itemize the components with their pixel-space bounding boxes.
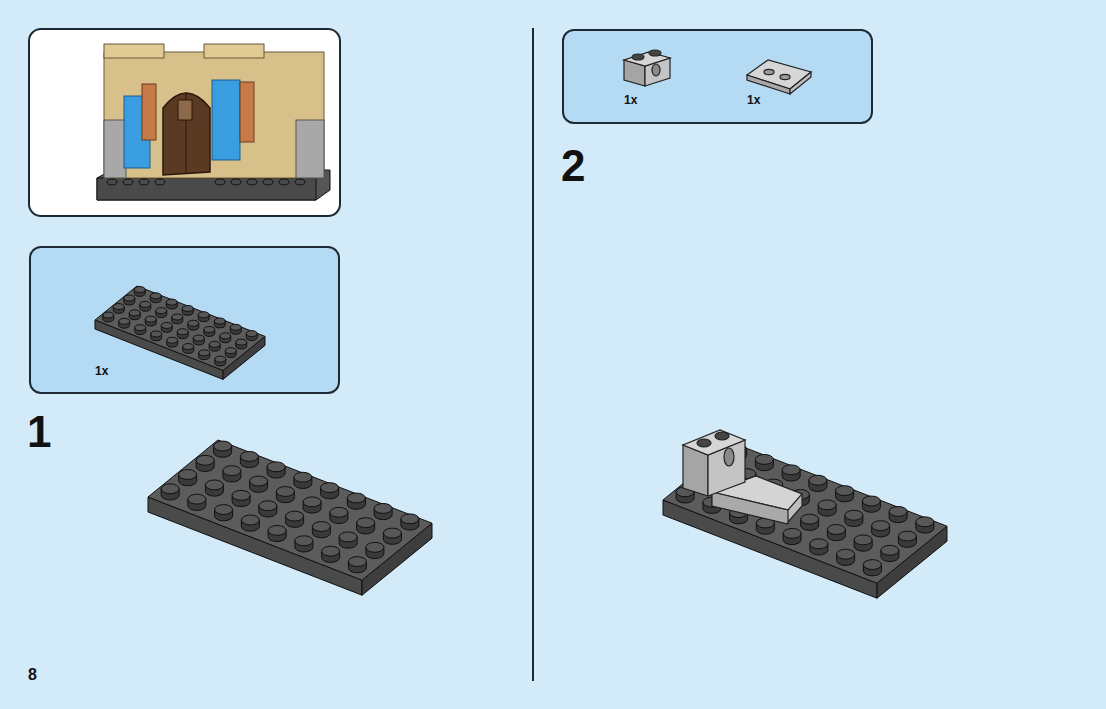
preview-wall <box>97 44 330 200</box>
preview-panel <box>29 29 340 216</box>
plate-4x8 <box>663 443 947 598</box>
page-number: 8 <box>28 667 37 683</box>
part-count: 1x <box>624 93 637 107</box>
step-number: 1 <box>27 410 51 454</box>
part-count: 1x <box>95 364 108 378</box>
parts-panel: 1x <box>29 246 340 394</box>
step2-parts <box>683 430 802 524</box>
plate-4x8 <box>148 440 432 595</box>
step-number: 2 <box>561 144 585 188</box>
part-count: 1x <box>747 93 760 107</box>
parts-panel: 1x 1x <box>562 29 873 124</box>
step-divider <box>532 28 534 681</box>
